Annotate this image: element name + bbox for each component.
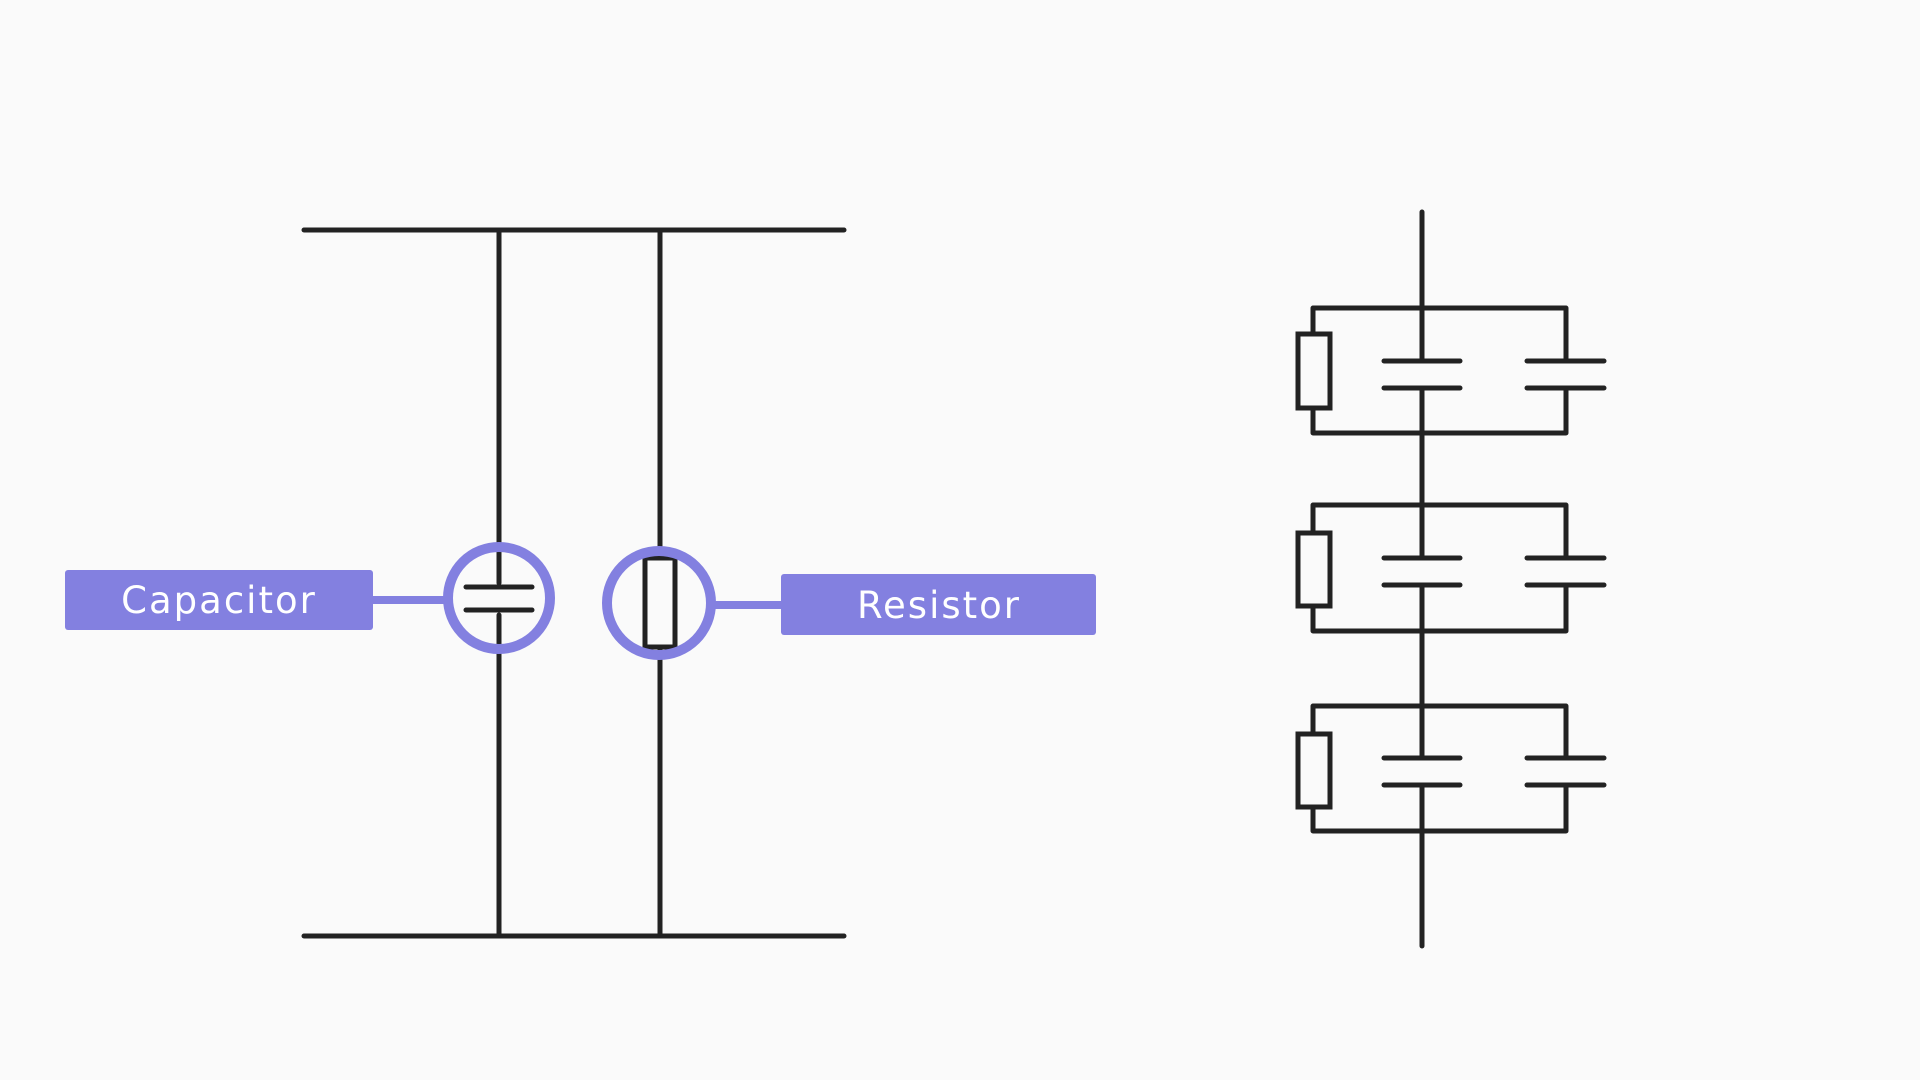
capacitor-label-text: Capacitor [121, 579, 317, 622]
rc-cell-1 [1295, 305, 1607, 436]
capacitor-highlight-ring [443, 542, 555, 654]
resistor-symbol [642, 555, 678, 650]
resistor-highlight-ring [602, 546, 716, 660]
capacitor-label-box [65, 570, 373, 630]
resistor-label: Resistor [781, 574, 1096, 635]
resistor-label-box [781, 574, 1096, 635]
rc-cell-3-frame [1310, 703, 1569, 834]
rc-cell-3 [1295, 703, 1607, 834]
series-rc-chain [1295, 209, 1607, 949]
rc-cell-2 [1295, 502, 1607, 634]
rc-cell-1-resistor [1295, 331, 1333, 411]
rc-cell-1-frame [1310, 305, 1569, 436]
resistor-label-text: Resistor [857, 584, 1021, 627]
capacitor-label: Capacitor [65, 570, 373, 630]
rc-cell-2-frame [1310, 502, 1569, 634]
rc-cell-2-resistor [1295, 530, 1333, 609]
rc-cell-3-resistor [1295, 731, 1333, 810]
parallel-rc-circuit: Capacitor Resistor [65, 227, 1096, 939]
